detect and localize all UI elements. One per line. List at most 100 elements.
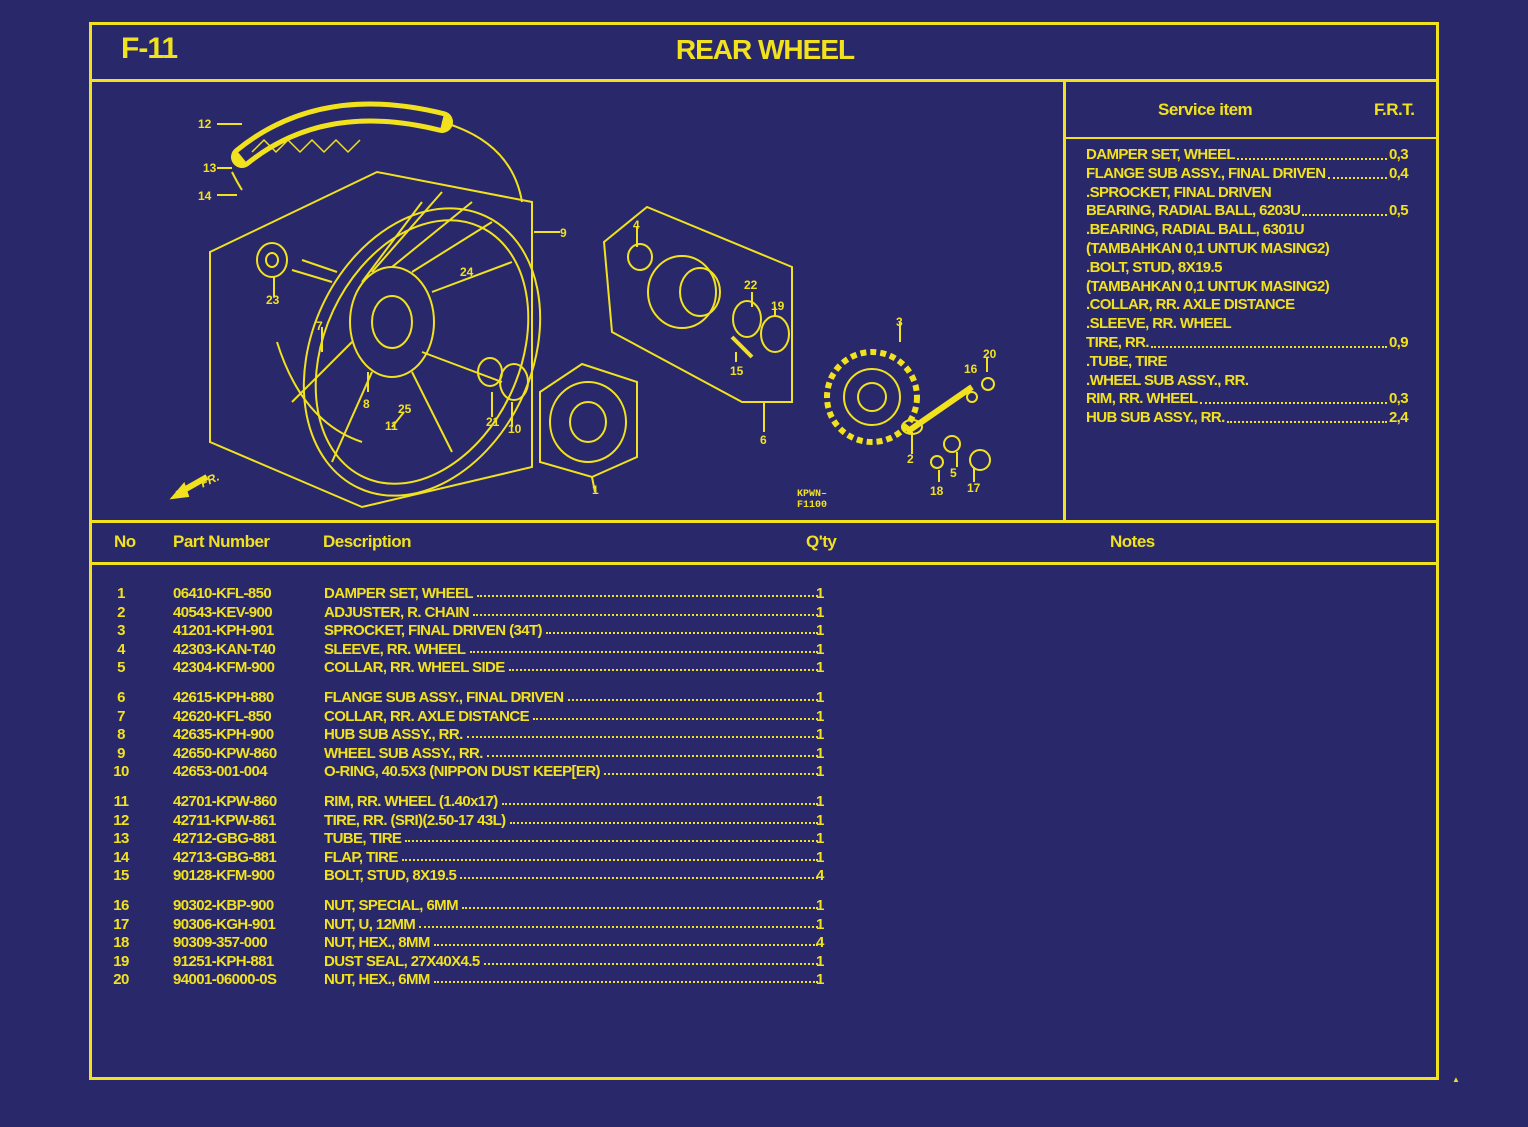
part-quantity: 1 [816, 763, 824, 781]
frt-header: F.R.T. [1374, 100, 1415, 119]
description-cell: WHEEL SUB ASSY., RR. [324, 745, 820, 762]
part-number: 91251-KPH-881 [173, 952, 274, 970]
part-quantity: 1 [816, 793, 824, 810]
service-item-name: RIM, RR. WHEEL [1086, 390, 1198, 408]
callout-23: 23 [266, 293, 280, 307]
callout-10: 10 [508, 422, 522, 436]
dot-leader [533, 717, 818, 720]
service-item-header: Service item [1158, 100, 1253, 119]
col-no-header: No [114, 532, 136, 551]
description-cell: NUT, U, 12MM [324, 916, 820, 933]
part-description: NUT, HEX., 8MM [324, 934, 430, 952]
service-item-row: (TAMBAHKAN 0,1 UNTUK MASING2) [1086, 278, 1408, 297]
callout-5: 5 [950, 466, 957, 480]
service-item-name: .WHEEL SUB ASSY., RR. [1086, 371, 1249, 389]
service-item-name: .SLEEVE, RR. WHEEL [1086, 315, 1232, 333]
part-description: BOLT, STUD, 8X19.5 [324, 867, 457, 885]
part-quantity: 1 [816, 707, 824, 725]
dot-leader [509, 821, 818, 824]
part-number: 90309-357-000 [173, 934, 268, 952]
service-item-row: .TUBE, TIRE [1086, 353, 1408, 372]
description-cell: NUT, HEX., 6MM [324, 971, 820, 988]
callout-19: 19 [771, 299, 785, 313]
dot-leader [508, 669, 818, 672]
part-quantity: 1 [816, 622, 824, 640]
service-item-name: FLANGE SUB ASSY., FINAL DRIVEN [1086, 164, 1326, 182]
dot-leader [567, 699, 818, 701]
callout-12: 12 [198, 117, 212, 131]
row-number: 19 [113, 952, 129, 970]
part-number: 42701-KPW-860 [173, 793, 277, 810]
callout-9: 9 [560, 226, 567, 240]
part-quantity: 1 [816, 744, 824, 762]
description-cell: RIM, RR. WHEEL (1.40x17) [324, 793, 820, 810]
dot-leader [476, 595, 818, 597]
row-number: 7 [117, 707, 125, 725]
table-row: 12 42711-KPW-861 TIRE, RR. (SRI)(2.50-17 4… [110, 812, 830, 831]
part-description: DAMPER SET, WHEEL [324, 585, 474, 602]
col-part-header: Part Number [173, 532, 270, 551]
callout-1: 1 [592, 483, 599, 497]
part-number: 42304-KFM-900 [173, 659, 275, 677]
callout-14: 14 [198, 189, 212, 203]
part-number: 94001-06000-0S [173, 971, 277, 989]
service-item-row: TIRE, RR.0,9 [1086, 333, 1409, 353]
part-description: DUST SEAL, 27X40X4.5 [324, 952, 480, 970]
description-cell: ADJUSTER, R. CHAIN [324, 604, 820, 621]
service-item-name: (TAMBAHKAN 0,1 UNTUK MASING2) [1086, 239, 1330, 257]
diagram-divider [89, 520, 1439, 523]
part-number: 42711-KPW-861 [173, 811, 276, 829]
table-row: 18 90309-357-000 NUT, HEX., 8MM 4 [110, 934, 830, 953]
service-item-frt: 2,4 [1388, 409, 1409, 427]
service-item-row: .WHEEL SUB ASSY., RR. [1086, 372, 1408, 391]
part-quantity: 1 [816, 830, 824, 848]
service-item-frt: 0,5 [1388, 202, 1409, 220]
description-cell: DUST SEAL, 27X40X4.5 [324, 953, 820, 970]
part-quantity: 1 [816, 897, 824, 914]
description-cell: COLLAR, RR. AXLE DISTANCE [324, 708, 820, 725]
service-item-name: HUB SUB ASSY., RR. [1086, 409, 1225, 427]
service-item-row: .SPROCKET, FINAL DRIVEN [1086, 184, 1408, 203]
part-quantity: 1 [816, 848, 824, 866]
service-item-name: .BEARING, RADIAL BALL, 6301U [1086, 221, 1305, 239]
part-description: RIM, RR. WHEEL (1.40x17) [324, 793, 498, 810]
part-quantity: 1 [816, 811, 824, 829]
part-description: TIRE, RR. (SRI)(2.50-17 43L) [324, 811, 506, 829]
row-number: 18 [113, 934, 129, 952]
part-description: NUT, U, 12MM [324, 915, 416, 933]
part-quantity: 1 [816, 915, 824, 933]
tire-illustration [231, 101, 523, 203]
dot-leader [419, 925, 818, 928]
part-description: ADJUSTER, R. CHAIN [324, 603, 470, 621]
service-header-divider [1063, 137, 1439, 139]
part-quantity: 4 [816, 934, 824, 952]
service-item-row: .SLEEVE, RR. WHEEL [1086, 315, 1408, 334]
service-item-row: .BEARING, RADIAL BALL, 6301U [1086, 221, 1408, 240]
dot-leader [466, 736, 818, 739]
service-item-frt: 0,9 [1388, 333, 1409, 351]
row-number: 10 [113, 763, 129, 781]
part-number: 42303-KAN-T40 [173, 640, 276, 658]
part-number: 90128-KFM-900 [173, 867, 275, 885]
row-number: 4 [117, 640, 125, 658]
part-number: 40543-KEV-900 [173, 603, 273, 621]
col-qty-header: Q'ty [806, 532, 837, 551]
part-number: 42635-KPH-900 [173, 726, 274, 744]
callout-3: 3 [896, 315, 903, 329]
row-number: 8 [117, 726, 125, 744]
description-cell: SPROCKET, FINAL DRIVEN (34T) [324, 622, 820, 639]
page-title: REAR WHEEL [675, 34, 855, 65]
row-number: 12 [113, 811, 129, 829]
row-number: 6 [117, 689, 125, 706]
section-code: F-11 [121, 32, 178, 65]
dot-leader [401, 858, 818, 861]
dot-leader [433, 944, 818, 947]
callout-18: 18 [930, 484, 944, 498]
